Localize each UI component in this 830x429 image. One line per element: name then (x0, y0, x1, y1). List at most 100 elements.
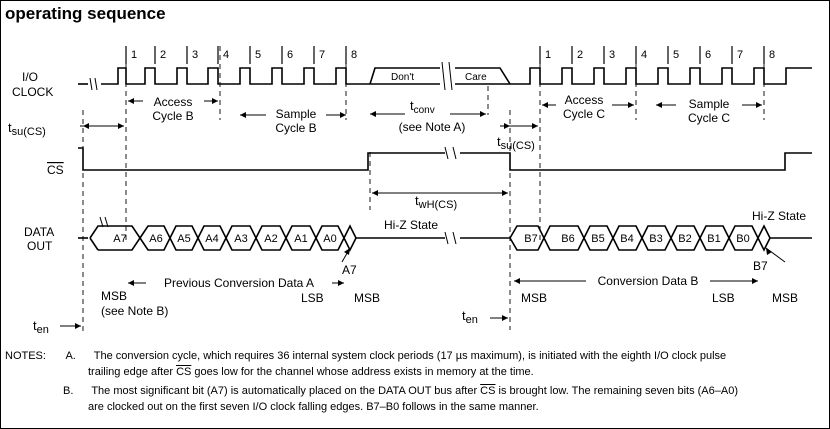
io-clock-label-2: CLOCK (12, 85, 53, 99)
msb-right-2: MSB (772, 291, 798, 305)
data-bits-b: B7 B6 B5 B4 B3 B2 B1 B0 (524, 233, 749, 245)
bit-a6: A6 (149, 233, 162, 245)
dimension-lines (60, 100, 786, 327)
break-mark-5 (99, 216, 109, 228)
note-b-text-1a: The most significant bit (A7) is automat… (91, 385, 481, 397)
cs-label: CS (47, 163, 64, 177)
note-b-line-2: are clocked out on the first seven I/O c… (88, 401, 539, 413)
sample-b-label-1: Sample (276, 107, 317, 121)
note-b-line-1: B. The most significant bit (A7) is auto… (63, 385, 738, 397)
io-clock-dont-care (369, 67, 511, 85)
access-b-label-1: Access (154, 95, 193, 109)
note-a-cs: CS (176, 366, 192, 378)
arrowheads (75, 98, 772, 329)
data-out-label-2: OUT (27, 239, 53, 253)
clock-num-a6: 6 (287, 49, 293, 61)
msb-left-2: MSB (354, 291, 380, 305)
cycle-labels: Access Cycle B Sample Cycle B Access Cyc… (152, 93, 730, 135)
clock-num-b2: 2 (577, 49, 583, 61)
msb-left: MSB (101, 289, 127, 303)
bit-a5: A5 (177, 233, 190, 245)
clock-numbers: 1 2 3 4 5 6 7 8 1 2 3 4 5 6 7 8 (131, 49, 775, 61)
bit-b4: B4 (620, 233, 633, 245)
msb-lsb-labels: MSB (see Note B) LSB MSB MSB LSB MSB (101, 289, 798, 318)
note-a-text-1: The conversion cycle, which requires 36 … (93, 350, 727, 362)
note-a-text-2b: goes low for the channel whose address e… (191, 366, 534, 378)
io-clock-wave-2 (101, 67, 370, 85)
break-mark-4 (444, 231, 457, 245)
clock-num-b8: 8 (769, 49, 775, 61)
care-label: Care (465, 72, 487, 83)
sample-c-label-1: Sample (689, 97, 730, 111)
access-c-label-2: Cycle C (563, 107, 605, 121)
clock-num-b1: 1 (545, 49, 551, 61)
clock-num-a1: 1 (131, 49, 137, 61)
clock-num-a4: 4 (223, 49, 229, 61)
note-a-text-2a: trailing edge after (88, 366, 177, 378)
tsu-left-label: tsu(CS) (8, 120, 46, 138)
bit-a7: A7 (113, 233, 126, 245)
note-b-cs: CS (480, 385, 496, 397)
io-clock-label-1: I/O (22, 70, 38, 84)
hiz-label: Hi-Z State (384, 218, 438, 232)
note-a-line-2: trailing edge after CS goes low for the … (88, 366, 534, 378)
b7-tail-label: B7 (753, 259, 768, 273)
access-c-label-1: Access (565, 93, 604, 107)
clock-num-b5: 5 (673, 49, 679, 61)
notes-heading: NOTES: (5, 350, 46, 362)
bit-b6: B6 (561, 233, 574, 245)
clock-num-a8: 8 (351, 49, 357, 61)
msb-right: MSB (521, 291, 547, 305)
note-b-text-1b: is brought low. The remaining seven bits… (495, 385, 739, 397)
data-out-label-1: DATA (24, 225, 54, 239)
clock-num-a5: 5 (255, 49, 261, 61)
bit-b3: B3 (649, 233, 662, 245)
note-a-letter: A. (65, 350, 76, 362)
clock-number-ticks (125, 46, 765, 64)
break-mark-3 (444, 146, 457, 160)
bit-b7: B7 (524, 233, 537, 245)
bit-a1: A1 (294, 233, 307, 245)
clock-num-a2: 2 (160, 49, 166, 61)
hiz-label-2: Hi-Z State (752, 209, 806, 223)
io-clock-wave-3 (510, 67, 812, 85)
tsu-right-label: tsu(CS) (497, 134, 535, 152)
note-a-line-1: NOTES: A. The conversion cycle, which re… (5, 350, 726, 362)
twh-label: twH(CS) (415, 193, 457, 211)
note-b-letter: B. (63, 385, 74, 397)
data-bits-a: A7 A6 A5 A4 A3 A2 A1 A0 (113, 233, 336, 245)
ten-right-label: ten (462, 308, 478, 326)
note-b-text-2: are clocked out on the first seven I/O c… (88, 401, 539, 413)
data-out-bus-b (543, 224, 812, 252)
clock-num-b3: 3 (609, 49, 615, 61)
access-b-label-2: Cycle B (152, 109, 193, 123)
clock-num-b7: 7 (737, 49, 743, 61)
tconv-label: tconv (410, 98, 435, 116)
page-title: operating sequence (5, 4, 166, 23)
see-note-a: (see Note A) (399, 120, 466, 134)
bit-b2: B2 (678, 233, 691, 245)
sample-c-label-2: Cycle C (688, 111, 730, 125)
sample-b-label-2: Cycle B (275, 121, 316, 135)
ten-left-label: ten (33, 318, 49, 336)
bit-a2: A2 (264, 233, 277, 245)
bit-b1: B1 (707, 233, 720, 245)
waveforms (78, 67, 812, 252)
clock-num-a7: 7 (319, 49, 325, 61)
cs-wave-1 (78, 147, 445, 171)
clock-num-a3: 3 (192, 49, 198, 61)
break-mark-1 (89, 77, 98, 91)
bit-b0: B0 (736, 233, 749, 245)
see-note-b: (see Note B) (101, 304, 168, 318)
a7-tail-label: A7 (342, 263, 357, 277)
clock-num-b6: 6 (705, 49, 711, 61)
break-mark-2 (441, 61, 453, 91)
data-out-bus-a (108, 224, 445, 252)
bit-a0: A0 (323, 233, 336, 245)
bit-a4: A4 (205, 233, 218, 245)
lsb-right: LSB (712, 291, 735, 305)
break-marks (89, 61, 457, 245)
prev-data-label: Previous Conversion Data A (164, 276, 314, 290)
data-out-wave-2 (89, 225, 108, 251)
